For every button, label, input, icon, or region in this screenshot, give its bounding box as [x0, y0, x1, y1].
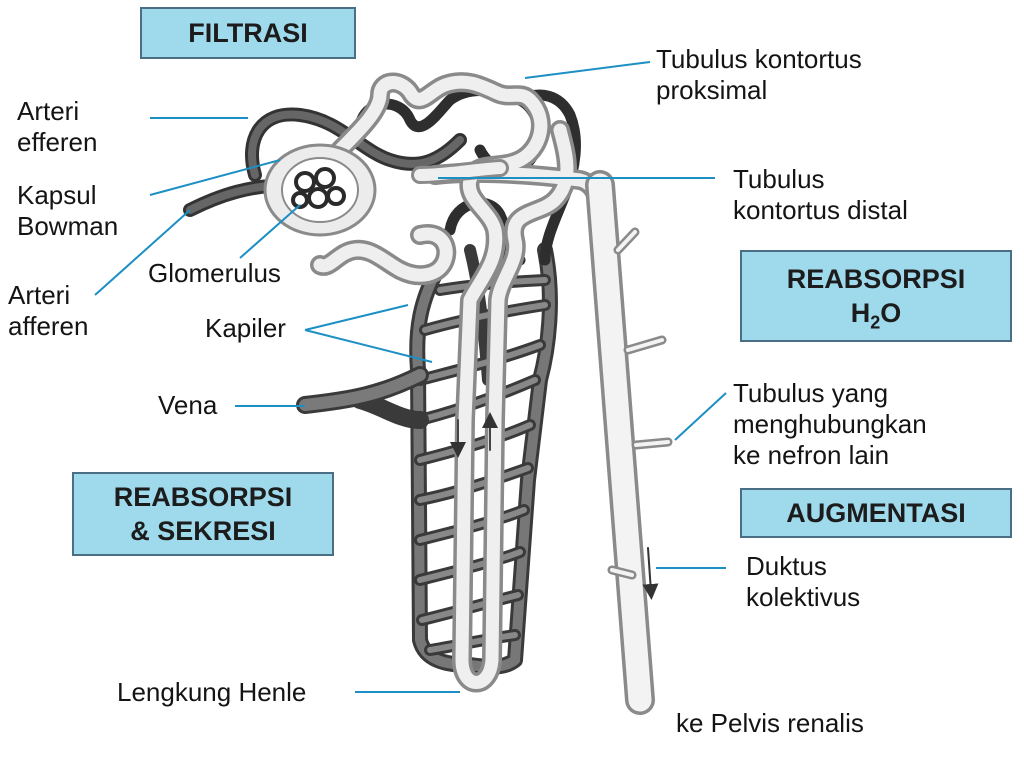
h2o-o: O [880, 298, 902, 328]
label-tubulus-penghubung-line3: ke nefron lain [733, 440, 890, 470]
label-arteri-afferen-line1: Arteri [8, 280, 71, 310]
reabsorpsi-sekresi-line2: & SEKRESI [130, 516, 276, 546]
h2o-h: H [850, 298, 871, 328]
label-tubulus-distal: Tubulus kontortus distal [733, 164, 908, 226]
label-arteri-afferen-line2: afferen [8, 311, 89, 341]
label-tubulus-proksimal: Tubulus kontortus proksimal [656, 44, 862, 106]
label-vena: Vena [158, 390, 218, 420]
label-kapsul-bowman-line2: Bowman [17, 211, 119, 241]
label-tubulus-penghubung-line1: Tubulus yang [733, 378, 889, 408]
label-kapsul-bowman: Kapsul Bowman [17, 180, 118, 242]
reabsorpsi-sekresi-box: REABSORPSI & SEKRESI [72, 472, 334, 556]
filtrasi-box: FILTRASI [140, 7, 356, 59]
tubule-system [310, 72, 673, 715]
label-tubulus-distal-line1: Tubulus [733, 164, 825, 194]
glomerulus [291, 167, 346, 209]
label-tubulus-proksimal-line2: proksimal [656, 75, 768, 105]
reabsorpsi-h2o-line1: REABSORPSI [786, 264, 966, 294]
label-tubulus-penghubung: Tubulus yang menghubungkan ke nefron lai… [733, 378, 927, 471]
label-kapsul-bowman-line1: Kapsul [17, 180, 97, 210]
label-arteri-efferen: Arteri efferen [17, 96, 97, 158]
label-arteri-efferen-line2: efferen [17, 127, 98, 157]
label-arteri-efferen-line1: Arteri [17, 96, 80, 126]
label-tubulus-proksimal-line1: Tubulus kontortus [656, 44, 862, 74]
augmentasi-box: AUGMENTASI [740, 488, 1012, 538]
label-duktus-kolektivus: Duktus kolektivus [746, 551, 860, 613]
label-tubulus-distal-line2: kontortus distal [733, 195, 908, 225]
reabsorpsi-sekresi-line1: REABSORPSI [113, 482, 293, 512]
label-kapiler: Kapiler [205, 313, 286, 343]
label-lengkung-henle: Lengkung Henle [117, 677, 307, 707]
label-pelvis-renalis: ke Pelvis renalis [676, 708, 864, 738]
augmentasi-label: AUGMENTASI [786, 498, 966, 528]
label-duktus-line2: kolektivus [746, 582, 861, 612]
leader-lines [94, 61, 727, 693]
reabsorpsi-h2o-box: REABSORPSI H2O [740, 250, 1012, 342]
label-arteri-afferen: Arteri afferen [8, 280, 88, 342]
label-tubulus-penghubung-line2: menghubungkan [733, 409, 927, 439]
h2o-formula: H2O [850, 296, 902, 333]
label-glomerulus: Glomerulus [148, 258, 281, 288]
label-duktus-line1: Duktus [746, 551, 827, 581]
filtrasi-label: FILTRASI [188, 18, 308, 48]
h2o-subscript: 2 [870, 312, 881, 333]
